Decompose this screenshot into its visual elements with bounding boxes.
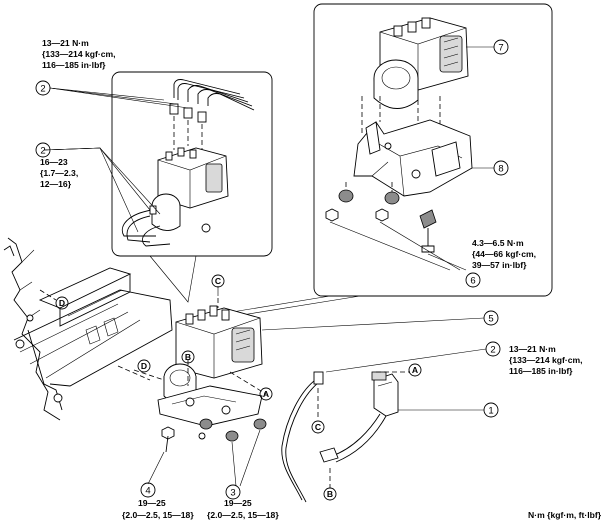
- svg-text:16—23: 16—23: [40, 157, 68, 167]
- svg-text:4: 4: [145, 486, 150, 497]
- callout-2-middle: 2: [35, 142, 51, 158]
- svg-text:{2.0—2.5, 15—18}: {2.0—2.5, 15—18}: [122, 510, 194, 520]
- torque-spec-pipe-right: 13—21 N·m {133—214 kgf·cm, 116—185 in·lb…: [509, 344, 583, 376]
- svg-text:116—185 in·lbf}: 116—185 in·lbf}: [509, 366, 573, 376]
- svg-text:C: C: [315, 422, 321, 432]
- svg-text:{2.0—2.5, 15—18}: {2.0—2.5, 15—18}: [207, 510, 279, 520]
- torque-spec-upper-left: 13—21 N·m {133—214 kgf·cm, 116—185 in·lb…: [42, 38, 116, 70]
- svg-text:6: 6: [470, 276, 475, 287]
- svg-text:C: C: [215, 276, 221, 286]
- vehicle-body-frame: [3, 237, 173, 421]
- svg-text:7: 7: [498, 43, 503, 54]
- callout-1: 1: [483, 402, 499, 418]
- callout-5: 5: [483, 310, 499, 326]
- svg-text:A: A: [412, 365, 418, 375]
- svg-text:2: 2: [40, 84, 45, 95]
- svg-text:1: 1: [488, 406, 493, 417]
- callout-6: 6: [465, 272, 481, 288]
- callout-7: 7: [493, 39, 509, 55]
- svg-text:D: D: [59, 298, 65, 308]
- callout-8: 8: [493, 160, 509, 176]
- detail-frame-brake-pipe: [111, 71, 273, 257]
- svg-text:39—57 in·lbf}: 39—57 in·lbf}: [472, 260, 527, 270]
- svg-text:19—25: 19—25: [138, 498, 166, 508]
- svg-text:A: A: [263, 389, 269, 399]
- marker-a-upper: A: [408, 363, 422, 377]
- svg-text:B: B: [185, 352, 191, 362]
- svg-text:8: 8: [498, 164, 503, 175]
- svg-text:3: 3: [230, 488, 235, 499]
- marker-b-lower: B: [323, 487, 337, 501]
- svg-text:4.3—6.5 N·m: 4.3—6.5 N·m: [472, 238, 524, 248]
- callout-4: 4: [140, 482, 156, 498]
- svg-text:B: B: [327, 489, 333, 499]
- svg-text:D: D: [141, 361, 147, 371]
- detail-bracket: [325, 17, 473, 271]
- svg-text:{133—214 kgf·cm,: {133—214 kgf·cm,: [509, 355, 583, 365]
- torque-spec-insulator: 4.3—6.5 N·m {44—66 kgf·cm, 39—57 in·lbf}: [472, 238, 536, 270]
- svg-text:{44—66 kgf·cm,: {44—66 kgf·cm,: [472, 249, 536, 259]
- svg-text:{133—214 kgf·cm,: {133—214 kgf·cm,: [42, 49, 116, 59]
- callout-3: 3: [225, 484, 241, 500]
- torque-spec-nut-3: 19—25 {2.0—2.5, 15—18}: [207, 498, 279, 520]
- marker-a-lower: A: [259, 387, 273, 401]
- callout-2-pipe: 2: [485, 341, 501, 357]
- svg-text:12—16}: 12—16}: [40, 179, 72, 189]
- svg-text:5: 5: [488, 314, 493, 325]
- svg-text:116—185 in·lbf}: 116—185 in·lbf}: [42, 60, 106, 70]
- marker-d-lower: D: [137, 359, 151, 373]
- svg-text:13—21 N·m: 13—21 N·m: [509, 344, 556, 354]
- svg-text:19—25: 19—25: [224, 498, 252, 508]
- callout-2-upper: 2: [35, 80, 51, 96]
- marker-c-lower: C: [311, 420, 325, 434]
- svg-text:13—21 N·m: 13—21 N·m: [42, 38, 89, 48]
- svg-text:{1.7—2.3,: {1.7—2.3,: [40, 168, 78, 178]
- brake-pipe: [281, 371, 410, 503]
- torque-spec-bolt-4: 19—25 {2.0—2.5, 15—18}: [122, 498, 194, 520]
- svg-text:2: 2: [40, 146, 45, 157]
- torque-spec-middle-left: 16—23 {1.7—2.3, 12—16}: [40, 157, 78, 189]
- svg-text:2: 2: [490, 345, 495, 356]
- marker-c-upper: C: [211, 274, 225, 288]
- detail-frame-bracket: [313, 3, 553, 297]
- marker-d-upper: D: [55, 296, 69, 310]
- torque-units-note: N·m {kgf·m, ft·lbf}: [528, 510, 602, 520]
- marker-b-upper: B: [181, 350, 195, 364]
- hydraulic-unit: [157, 305, 267, 453]
- detail-pipe-connection: [122, 79, 255, 247]
